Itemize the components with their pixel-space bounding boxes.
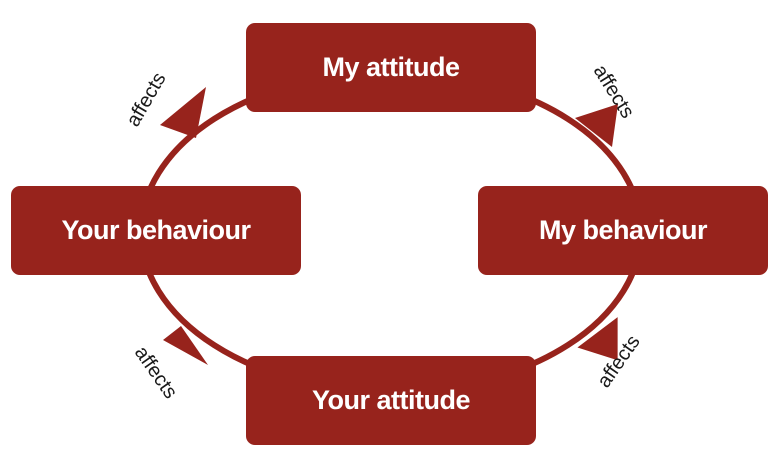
- edge-label-left-to-top: affects: [122, 69, 170, 131]
- edge-label-bottom-to-left: affects: [130, 342, 182, 403]
- node-my-behaviour-label: My behaviour: [538, 215, 708, 245]
- arrowhead-bottom-left: [163, 326, 208, 365]
- arrowhead-top-left: [160, 87, 206, 138]
- node-your-attitude: Your attitude: [246, 356, 536, 445]
- node-your-attitude-label: Your attitude: [312, 385, 471, 415]
- arrowhead-bottom-right: [577, 317, 618, 361]
- node-my-behaviour: My behaviour: [478, 186, 768, 275]
- arrowhead-top-right: [575, 104, 618, 147]
- node-your-behaviour-label: Your behaviour: [61, 215, 251, 245]
- node-my-attitude: My attitude: [246, 23, 536, 112]
- node-my-attitude-label: My attitude: [322, 52, 460, 82]
- node-your-behaviour: Your behaviour: [11, 186, 301, 275]
